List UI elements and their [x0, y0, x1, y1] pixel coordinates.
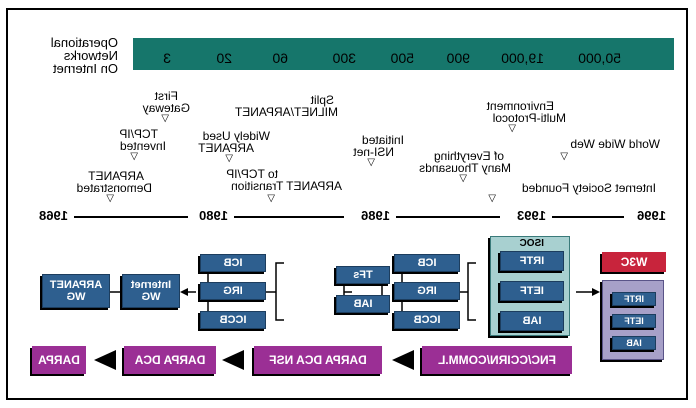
w3c-box: W3C	[602, 252, 666, 272]
funding-arrow	[222, 350, 244, 370]
funding-darpa-dca-nsf: DARPA DCA NSF	[254, 346, 382, 374]
iccb-box: ICCB	[200, 311, 266, 329]
iab-box: IAB	[612, 336, 656, 350]
internet-wg-line-2: WG	[141, 291, 161, 303]
iccb-box: ICCB	[394, 311, 460, 329]
funding-arrow	[94, 350, 116, 370]
arpanet-wg-line-2: WG	[66, 291, 86, 303]
irg-box: IRG	[394, 282, 460, 300]
iab-box: IAB	[500, 311, 564, 331]
ietf-box: IETF	[500, 281, 564, 301]
irg-box: IRG	[200, 282, 266, 300]
funding-darpa-dca: DARPA DCA	[124, 346, 216, 374]
internet-wg-line-1: Internet	[130, 279, 172, 291]
internet-wg-box: Internet WG	[122, 274, 180, 308]
irtf-box: IRTF	[500, 251, 564, 271]
icb-box: ICB	[394, 254, 460, 272]
tfs-box: TFs	[336, 266, 390, 284]
ietf-box: IETF	[612, 314, 656, 328]
arpanet-wg-box: ARPANET WG	[42, 274, 110, 308]
funding-arrow	[392, 350, 414, 370]
icb-box: ICB	[200, 254, 266, 272]
diagram-frame	[6, 8, 688, 400]
isoc-label: ISOC	[519, 238, 544, 249]
irtf-box: IRTF	[612, 292, 656, 306]
iab-box: IAB	[336, 295, 390, 313]
funding-darpa: DARPA	[32, 346, 86, 374]
arpanet-wg-line-1: ARPANET	[49, 279, 103, 291]
funding-fnc: FNC/CCIRN/COMM.L	[422, 346, 572, 374]
